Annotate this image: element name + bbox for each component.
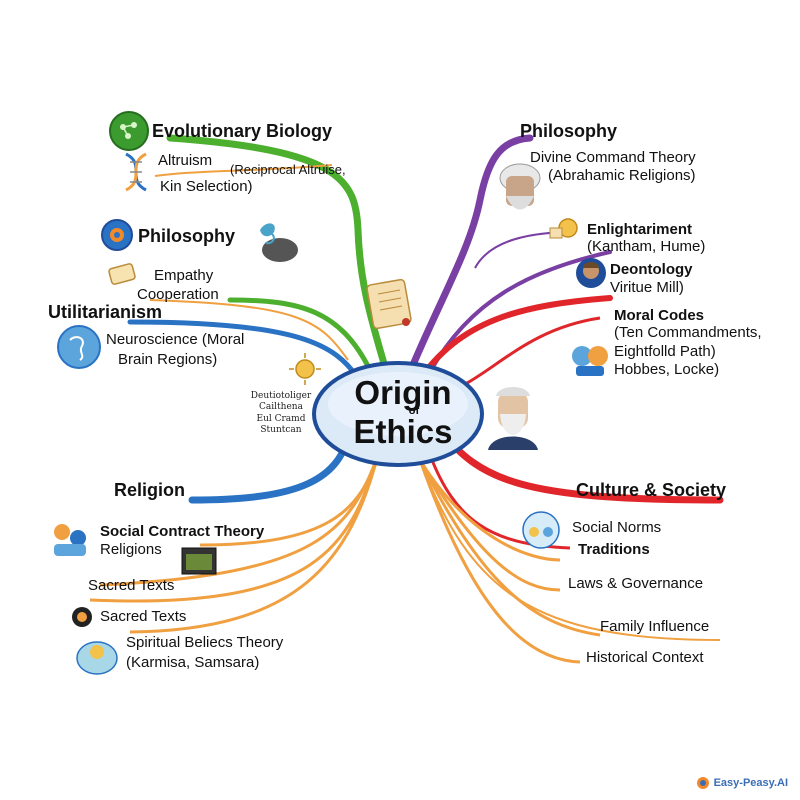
item-sacred-texts-1: Sacred Texts xyxy=(88,577,175,594)
branch-line-philosophy-left xyxy=(227,297,373,373)
item-deontology: Deontology xyxy=(610,261,693,278)
globe-icon xyxy=(522,511,560,549)
branch-line-philosophy-right xyxy=(406,134,534,376)
item-neuroscience: Neuroscience (Moral xyxy=(106,331,245,348)
branch-title-utilitarianism: Utilitarianism xyxy=(48,302,163,322)
branch-title-culture-society: Culture & Society xyxy=(576,480,727,500)
item-social-contract-theory: Social Contract Theory xyxy=(100,523,265,540)
philosopher-icon xyxy=(499,163,541,210)
branch-title-philosophy-right: Philosophy xyxy=(520,121,618,141)
branch-line-empathy xyxy=(149,299,349,361)
item-historical-context: Historical Context xyxy=(586,649,704,666)
item-religions: Religions xyxy=(100,541,162,558)
watermark-logo-icon xyxy=(696,777,709,789)
item-kantham-hume: (Kantham, Hume) xyxy=(587,238,706,255)
branch-line-moral-codes xyxy=(415,295,613,385)
item-cooperation: Cooperation xyxy=(137,286,219,303)
branch-line-evolutionary-biology xyxy=(166,134,392,382)
item-altruism: Altruism xyxy=(158,152,213,169)
item-ten-commandments: (Ten Commandments, xyxy=(614,324,762,341)
center-title: Origin of Ethics xyxy=(318,362,488,462)
item-reciprocal-altruise: (Reciprocal Altruise, xyxy=(230,162,346,177)
bulb-icon xyxy=(76,641,118,675)
item-eightfolld-path: Eightfolld Path) xyxy=(614,343,716,360)
branch-title-evolutionary-biology: Evolutionary Biology xyxy=(152,121,333,141)
globe-icon xyxy=(57,325,101,369)
dna-icon xyxy=(125,152,147,192)
item-social-norms: Social Norms xyxy=(572,519,662,536)
scroll-icon xyxy=(108,263,136,285)
item-family-influence: Family Influence xyxy=(600,618,710,635)
center-title-line3: Ethics xyxy=(353,413,453,450)
person-icon xyxy=(576,258,606,288)
branch-title-moral-codes: Moral Codes xyxy=(614,307,705,324)
lamp-icon xyxy=(72,607,92,627)
item-brain-regions: Brain Regions) xyxy=(118,351,218,368)
branch-line-utilitarianism xyxy=(127,319,361,381)
item-laws-governance: Laws & Governance xyxy=(568,575,704,592)
gear-icon xyxy=(101,219,133,251)
center-title-line2: of xyxy=(408,405,420,417)
sun-badge-icon xyxy=(289,353,321,385)
branch-title-religion: Religion xyxy=(114,480,185,500)
branch-line-culture-items xyxy=(418,459,561,562)
item-divine-command-theory: Divine Command Theory xyxy=(530,149,696,166)
people-icon xyxy=(54,524,86,556)
item-traditions: Traditions xyxy=(578,541,650,558)
small-text-1: Deutiotoliger xyxy=(250,391,312,401)
branch-line-altruism xyxy=(154,164,333,177)
watermark: Easy-Peasy.AI xyxy=(696,776,788,790)
philosopher-icon xyxy=(488,387,538,450)
small-text-2: Cailthena xyxy=(259,402,303,413)
item-enlightariment: Enlightariment xyxy=(587,221,693,238)
item-viritue-mill: Viritue Mill) xyxy=(610,279,684,296)
center-title-line1: Origin xyxy=(354,374,452,411)
item-abrahamic-religions: (Abrahamic Religions) xyxy=(548,167,696,184)
people-icon xyxy=(572,346,608,376)
item-karma-samsara: (Karmisa, Samsara) xyxy=(126,654,260,671)
item-hobbes-locke: Hobbes, Locke) xyxy=(614,361,720,378)
brain-icon xyxy=(260,223,298,262)
molecule-icon xyxy=(109,111,149,151)
branch-title-philosophy-left: Philosophy xyxy=(138,226,236,246)
item-sacred-texts-2: Sacred Texts xyxy=(100,608,187,625)
scroll-icon xyxy=(366,278,412,330)
watermark-text: Easy-Peasy.AI xyxy=(713,777,788,789)
small-text-4: Stuntcan xyxy=(260,424,302,435)
lamp-icon xyxy=(549,218,578,239)
item-kin-selection: Kin Selection) xyxy=(160,178,253,195)
item-spiritual-beliefs: Spiritual Beliecs Theory xyxy=(126,634,284,651)
item-empathy: Empathy xyxy=(154,267,214,284)
small-text-3: Eul Cramd xyxy=(256,413,306,424)
book-icon xyxy=(181,547,217,575)
small-text-block: Deutiotoliger Cailthena Eul Cramd Stuntc… xyxy=(246,391,316,436)
